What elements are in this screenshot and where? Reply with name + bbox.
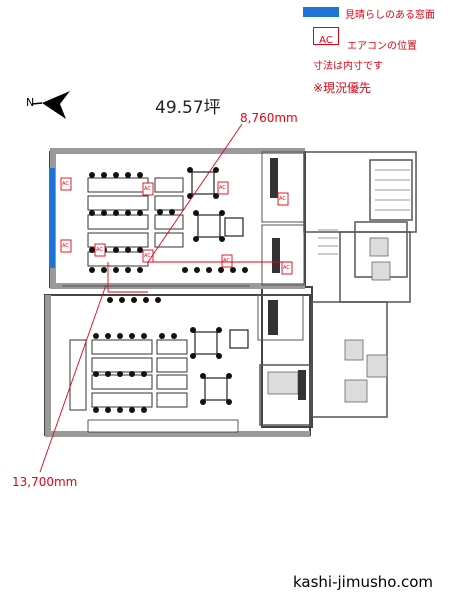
round-tables-north: [191, 171, 244, 238]
ac-label: AC: [283, 265, 290, 271]
ac-label: AC: [144, 186, 151, 192]
desk-clusters-south: [69, 339, 188, 411]
window-legend-label: 見晴らしのある窓面: [345, 10, 435, 21]
ac-label: AC: [62, 243, 69, 249]
ac-label: AC: [144, 253, 151, 259]
site-url: kashi-jimusho.com: [293, 573, 434, 591]
ac-label: AC: [62, 181, 69, 187]
ac-label: AC: [219, 185, 226, 191]
length-dimension: 13,700mm: [12, 475, 78, 489]
ac-legend-box: AC: [313, 27, 339, 46]
north-arrow-icon: N: [26, 91, 70, 119]
svg-text:N: N: [26, 96, 34, 109]
window-legend-swatch: [303, 7, 339, 17]
current-condition-note: ※現況優先: [313, 81, 372, 95]
meeting-rooms: [257, 151, 305, 341]
ac-legend-symbol: AC: [319, 35, 333, 46]
ac-label: AC: [223, 258, 230, 264]
floor-area: 49.57坪: [155, 98, 221, 118]
inner-dimension-note: 寸法は内寸です: [313, 61, 383, 72]
view-window: [49, 168, 55, 268]
dimension-lines: [39, 123, 292, 473]
round-tables-south: [194, 329, 249, 401]
ac-legend-label: エアコンの位置: [347, 41, 417, 52]
desk-clusters-north: [87, 177, 184, 267]
width-dimension: 8,760mm: [240, 111, 298, 125]
ac-label: AC: [279, 196, 286, 202]
ac-label: AC: [96, 247, 103, 253]
